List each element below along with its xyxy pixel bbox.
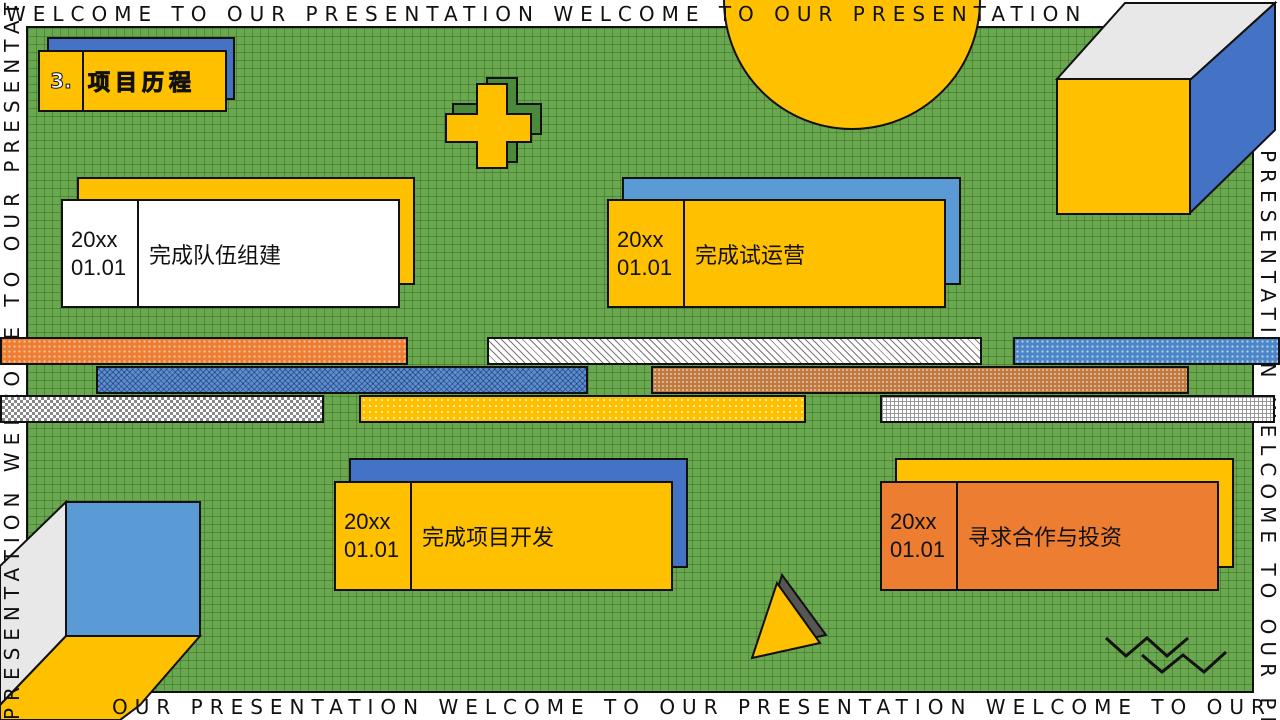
cube-front-face <box>1056 78 1191 215</box>
milestone-date-2: 20xx 01.01 <box>609 201 685 306</box>
milestone-label: 寻求合作与投资 <box>968 526 1123 551</box>
pattern-bar-checker <box>0 395 324 423</box>
milestone-label: 完成试运营 <box>695 243 806 269</box>
pattern-bar-brown <box>651 366 1189 394</box>
milestone-date-4: 20xx 01.01 <box>882 483 958 589</box>
milestone-card-4: 20xx 01.01 寻求合作与投资 <box>880 481 1219 591</box>
section-title-text: 项目历程 <box>88 71 197 97</box>
marquee-top: WELCOME TO OUR PRESENTATION WELCOME TO O… <box>6 2 1088 26</box>
plus-shape <box>445 83 532 169</box>
section-number: 3. <box>40 52 84 110</box>
milestone-date-day: 01.01 <box>344 537 400 562</box>
section-title: 3. 项目历程 <box>38 50 227 112</box>
pattern-bar-orange <box>0 337 408 365</box>
pattern-bar-light-grid <box>880 395 1275 423</box>
milestone-card-3: 20xx 01.01 完成项目开发 <box>334 481 673 591</box>
pattern-bar-blue <box>1013 337 1280 365</box>
milestone-card-1: 20xx 01.01 完成队伍组建 <box>61 199 400 308</box>
zigzag-line-2 <box>1141 650 1228 674</box>
pattern-bar-yellow <box>359 395 806 423</box>
milestone-date-day: 01.01 <box>617 254 673 280</box>
milestone-date-1: 20xx 01.01 <box>63 201 139 306</box>
pattern-bar-hatch <box>487 337 982 365</box>
milestone-label: 完成项目开发 <box>422 526 555 551</box>
milestone-card-2: 20xx 01.01 完成试运营 <box>607 199 946 308</box>
cube2-front-face <box>65 501 201 637</box>
milestone-date-year: 20xx <box>71 226 118 252</box>
pattern-bar-blue-mesh <box>96 366 588 394</box>
milestone-date-year: 20xx <box>344 509 391 534</box>
triangle-shape <box>750 580 822 660</box>
milestone-label: 完成队伍组建 <box>149 243 282 269</box>
milestone-date-day: 01.01 <box>71 254 127 280</box>
milestone-date-year: 20xx <box>617 226 664 252</box>
zigzag-line <box>1104 636 1189 658</box>
marquee-bottom: OUR PRESENTATION WELCOME TO OUR PRESENTA… <box>112 695 1272 719</box>
milestone-date-day: 01.01 <box>890 537 946 562</box>
milestone-date-year: 20xx <box>890 509 937 534</box>
yellow-circle-shape <box>723 0 981 130</box>
marquee-right: PRESENTATION WELCOME TO OUR PR <box>1256 150 1280 720</box>
milestone-date-3: 20xx 01.01 <box>336 483 412 589</box>
